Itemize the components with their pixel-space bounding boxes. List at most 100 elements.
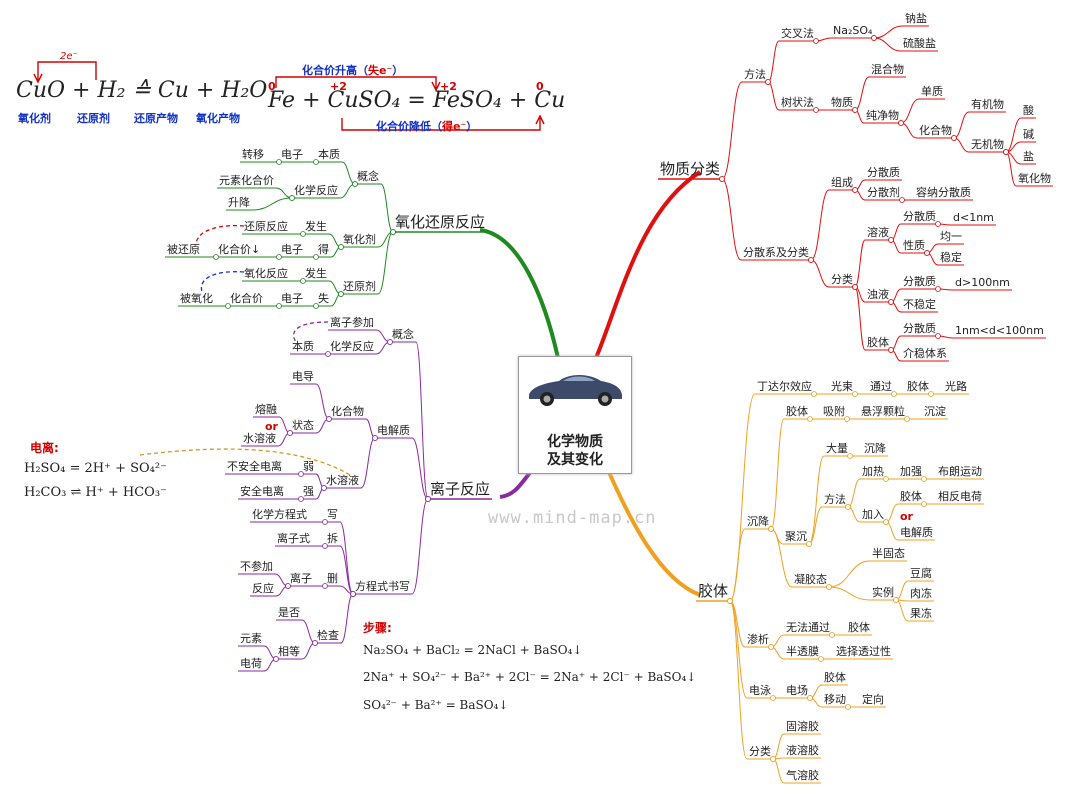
node-cd[interactable]: 沉淀 — [924, 405, 946, 418]
node-njt[interactable]: 凝胶态 — [794, 573, 827, 586]
node-na2so4[interactable]: Na₂SO₄ — [833, 24, 873, 37]
node-xf[interactable]: 吸附 — [823, 405, 845, 418]
node-gn2[interactable]: 概念 — [392, 328, 414, 341]
node-jr[interactable]: 加热 — [862, 465, 884, 478]
node-wjw[interactable]: 无机物 — [971, 138, 1004, 151]
node-byh[interactable]: 被氧化 — [180, 292, 213, 305]
node-fy[interactable]: 反应 — [252, 582, 274, 595]
node-djz[interactable]: 电解质 — [900, 526, 933, 539]
node-fcsx[interactable]: 方程式书写 — [355, 580, 410, 593]
node-lzs[interactable]: 离子式 — [277, 532, 310, 545]
node-hyfy[interactable]: 还原反应 — [244, 220, 288, 233]
node-lzfy[interactable]: 离子反应 — [430, 480, 491, 498]
node-y[interactable]: 盐 — [1023, 150, 1034, 163]
node-fs2[interactable]: 发生 — [305, 267, 327, 280]
node-lzcj[interactable]: 离子参加 — [330, 316, 374, 329]
node-jcf[interactable]: 交叉法 — [781, 27, 814, 40]
node-hhj2[interactable]: 化合价 — [230, 292, 263, 305]
node-jy[interactable]: 均一 — [940, 230, 962, 243]
node-fsx[interactable]: 分散系及分类 — [743, 246, 809, 259]
node-wz[interactable]: 物质 — [831, 96, 853, 109]
node-q[interactable]: 强 — [303, 485, 314, 498]
node-xz[interactable]: 性质 — [903, 239, 925, 252]
node-srr2[interactable]: 水溶液 — [326, 474, 359, 487]
node-bwd[interactable]: 不稳定 — [903, 298, 936, 311]
node-wftg[interactable]: 无法通过 — [786, 621, 830, 634]
node-bz2[interactable]: 本质 — [292, 340, 314, 353]
node-dx[interactable]: 定向 — [862, 693, 884, 706]
node-fsz[interactable]: 分散质 — [867, 166, 900, 179]
node-jwtx[interactable]: 介稳体系 — [903, 347, 947, 360]
node-jt3[interactable]: 胶体 — [786, 405, 808, 418]
node-yjw[interactable]: 有机物 — [971, 98, 1004, 111]
node-gn[interactable]: 概念 — [357, 170, 379, 183]
node-sl[interactable]: 实例 — [872, 586, 894, 599]
node-ysh[interactable]: 元素化合价 — [219, 174, 274, 187]
center-node[interactable]: 化学物质 及其变化 — [518, 356, 632, 474]
node-ry[interactable]: 溶液 — [867, 226, 889, 239]
node-gl[interactable]: 光路 — [945, 380, 967, 393]
node-dz4[interactable]: 电子 — [281, 292, 303, 305]
node-sj[interactable]: 升降 — [228, 196, 250, 209]
node-fl2[interactable]: 分类 — [749, 745, 771, 758]
node-or2[interactable]: or — [900, 510, 913, 523]
node-sx[interactable]: 渗析 — [747, 633, 769, 646]
node-1to100[interactable]: 1nm<d<100nm — [955, 324, 1044, 337]
node-lt1nm[interactable]: d<1nm — [953, 211, 994, 224]
node-cj2[interactable]: 沉降 — [864, 442, 886, 455]
node-fsj[interactable]: 分散剂 — [867, 186, 900, 199]
node-lz[interactable]: 离子 — [290, 572, 312, 585]
node-hhw[interactable]: 混合物 — [871, 63, 904, 76]
node-r[interactable]: 弱 — [303, 460, 314, 473]
node-zc[interactable]: 组成 — [831, 176, 853, 189]
node-hyj[interactable]: 还原剂 — [343, 280, 376, 293]
node-yhhy[interactable]: 氧化还原反应 — [395, 213, 486, 231]
node-cj[interactable]: 沉降 — [747, 515, 769, 528]
node-gs[interactable]: 光束 — [831, 380, 853, 393]
node-hxfy2[interactable]: 化学反应 — [330, 340, 374, 353]
node-or1[interactable]: or — [265, 420, 278, 433]
node-s2[interactable]: 失 — [318, 292, 329, 305]
node-djz2[interactable]: 电解质 — [377, 424, 410, 437]
node-jt6[interactable]: 胶体 — [824, 671, 846, 684]
node-nay[interactable]: 钠盐 — [905, 12, 927, 25]
node-df[interactable]: 豆腐 — [910, 567, 932, 580]
node-yhj[interactable]: 氧化剂 — [343, 233, 376, 246]
node-ddr[interactable]: 丁达尔效应 — [757, 380, 812, 393]
node-zy[interactable]: 浊液 — [867, 288, 889, 301]
node-sc[interactable]: 删 — [327, 572, 338, 585]
node-jt[interactable]: 胶体 — [867, 336, 889, 349]
node-bz[interactable]: 本质 — [318, 148, 340, 161]
node-j[interactable]: 碱 — [1023, 128, 1034, 141]
node-blyd[interactable]: 布朗运动 — [938, 465, 982, 478]
node-wzfl[interactable]: 物质分类 — [660, 160, 721, 178]
node-jiaoti[interactable]: 胶体 — [698, 582, 729, 600]
node-yrj[interactable]: 液溶胶 — [786, 744, 819, 757]
node-jr2[interactable]: 加入 — [862, 508, 884, 521]
node-jt4[interactable]: 胶体 — [900, 490, 922, 503]
node-wd[interactable]: 稳定 — [940, 251, 962, 264]
node-bgt[interactable]: 半固态 — [872, 547, 905, 560]
node-jt5[interactable]: 胶体 — [848, 621, 870, 634]
node-d[interactable]: 得 — [318, 243, 329, 256]
node-x[interactable]: 写 — [327, 508, 338, 521]
node-jc[interactable]: 聚沉 — [785, 530, 807, 543]
node-rr[interactable]: 熔融 — [255, 403, 277, 416]
node-srr[interactable]: 水溶液 — [243, 432, 276, 445]
node-gd[interactable]: 果冻 — [910, 607, 932, 620]
node-hxfcs[interactable]: 化学方程式 — [252, 508, 307, 521]
node-xfkl[interactable]: 悬浮颗粒 — [861, 405, 905, 418]
node-cjw[interactable]: 纯净物 — [866, 109, 899, 122]
node-dz[interactable]: 单质 — [921, 85, 943, 98]
node-szf[interactable]: 树状法 — [781, 96, 814, 109]
node-bqdl[interactable]: 不安全电离 — [227, 460, 282, 473]
node-fsz4[interactable]: 分散质 — [903, 322, 936, 335]
node-dc[interactable]: 电场 — [786, 684, 808, 697]
node-hhw2[interactable]: 化合物 — [919, 124, 952, 137]
node-sf[interactable]: 是否 — [278, 606, 300, 619]
node-ff[interactable]: 方法 — [744, 68, 766, 81]
node-ff2[interactable]: 方法 — [824, 493, 846, 506]
node-c[interactable]: 拆 — [327, 532, 338, 545]
node-gt100[interactable]: d>100nm — [955, 276, 1010, 289]
node-yhfy[interactable]: 氧化反应 — [244, 267, 288, 280]
